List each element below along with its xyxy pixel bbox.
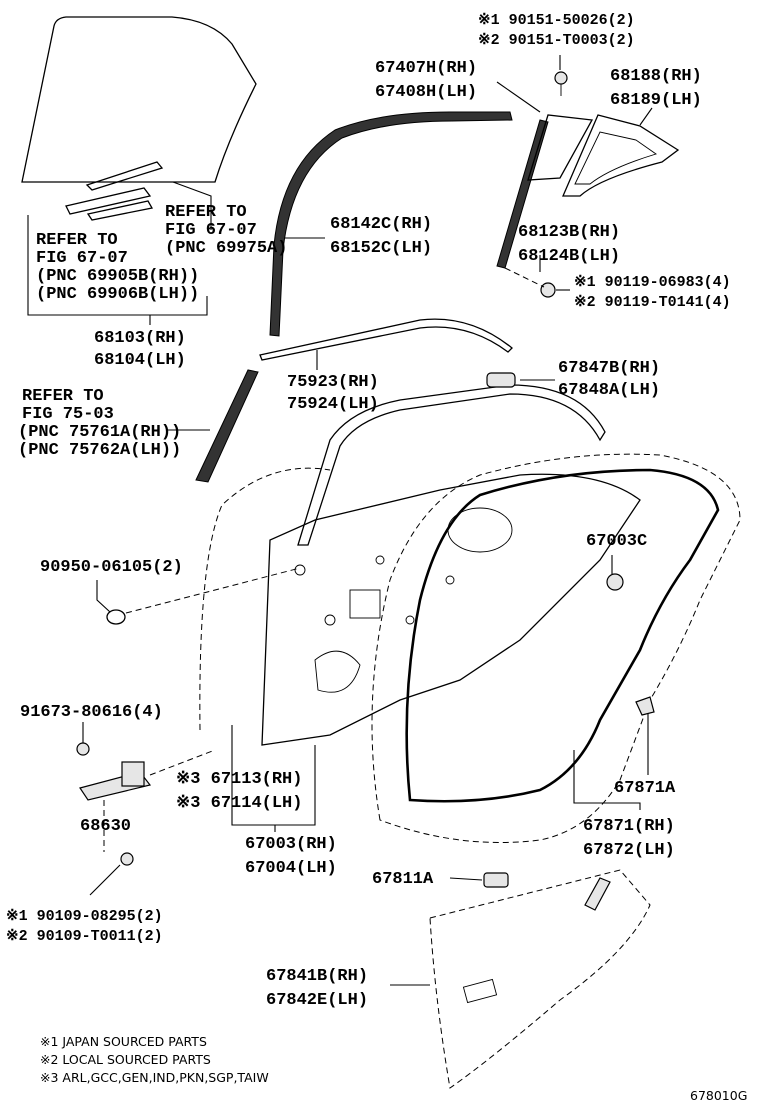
labels: ※1 90151-50026(2) ※2 90151-T0003(2) 6740…: [6, 12, 747, 1103]
label-31: 90950-06105(2): [40, 558, 183, 577]
clip-67003c: [606, 573, 624, 591]
label-26: REFER TO: [22, 387, 104, 406]
label-8: FIG 67-07: [165, 221, 257, 240]
door-check: [76, 742, 216, 866]
door-glass: [21, 16, 257, 183]
label-37: 67003(RH): [245, 835, 337, 854]
label-19: ※2 90119-T0141(4): [574, 294, 731, 311]
label-29: (PNC 75762A(LH)): [18, 441, 181, 460]
label-23: 75924(LH): [287, 395, 379, 414]
label-1: ※1 90151-50026(2): [478, 12, 635, 29]
label-24: 67847B(RH): [558, 359, 660, 378]
label-10: 68142C(RH): [330, 215, 432, 234]
note-2: ※2 LOCAL SOURCED PARTS: [40, 1052, 211, 1067]
label-20: 68103(RH): [94, 329, 186, 348]
label-11: 68152C(LH): [330, 239, 432, 258]
screw-top: [554, 71, 568, 96]
door-weatherstrip: [405, 468, 720, 803]
label-2: ※2 90151-T0003(2): [478, 32, 635, 49]
glass-channel-small: [86, 200, 154, 221]
label-35: 67871A: [614, 779, 676, 798]
quarter-glass: [527, 114, 594, 181]
clip-67871a: [635, 696, 655, 716]
label-39: 67871(RH): [583, 817, 675, 836]
note-3: ※3 ARL,GCC,GEN,IND,PKN,SGP,TAIW: [40, 1070, 269, 1085]
door-trim-board: [429, 869, 651, 1089]
label-38: 67004(LH): [245, 859, 337, 878]
belt-moulding: [259, 318, 513, 361]
note-1: ※1 JAPAN SOURCED PARTS: [40, 1034, 207, 1049]
hole-plug: [106, 609, 126, 625]
label-9: (PNC 69975A): [165, 239, 287, 258]
door-inner-panel: [261, 473, 641, 746]
label-13: FIG 67-07: [36, 249, 128, 268]
label-12: REFER TO: [36, 231, 118, 250]
label-32: 91673-80616(4): [20, 703, 163, 722]
label-44: 67841B(RH): [266, 967, 368, 986]
label-17: 68124B(LH): [518, 247, 620, 266]
label-18: ※1 90119-06983(4): [574, 274, 731, 291]
label-41: 67811A: [372, 870, 434, 889]
label-15: (PNC 69906B(LH)): [36, 285, 199, 304]
label-5: 68188(RH): [610, 67, 702, 86]
label-42: ※1 90109-08295(2): [6, 908, 163, 925]
label-40: 67872(LH): [583, 841, 675, 860]
label-43: ※2 90109-T0011(2): [6, 928, 163, 945]
label-30: 67003C: [586, 532, 647, 551]
label-45: 67842E(LH): [266, 991, 368, 1010]
drawing: [21, 16, 741, 1089]
label-16: 68123B(RH): [518, 223, 620, 242]
outer-weatherstrip: [195, 369, 259, 483]
door-outer-panel: [199, 467, 331, 731]
label-22: 75923(RH): [287, 373, 379, 392]
leader-lines: [27, 55, 653, 986]
label-7: REFER TO: [165, 203, 247, 222]
label-21: 68104(LH): [94, 351, 186, 370]
label-36: 68630: [80, 817, 131, 836]
label-28: (PNC 75761A(RH)): [18, 423, 181, 442]
label-3: 67407H(RH): [375, 59, 477, 78]
body-opening: [371, 453, 741, 843]
division-bar: [496, 119, 549, 269]
label-33: ※3 67113(RH): [176, 770, 302, 789]
label-4: 67408H(LH): [375, 83, 477, 102]
pad: [486, 372, 516, 388]
figure-code: 678010G: [690, 1088, 747, 1103]
label-6: 68189(LH): [610, 91, 702, 110]
label-25: 67848A(LH): [558, 381, 660, 400]
quarter-frame: [562, 114, 680, 197]
screw-right: [504, 267, 556, 298]
label-14: (PNC 69905B(RH)): [36, 267, 199, 286]
glass-channel-lower: [65, 187, 152, 215]
glass-channel-upper: [85, 161, 164, 191]
door-frame: [297, 384, 606, 546]
trim-pad: [483, 872, 509, 888]
label-27: FIG 75-03: [22, 405, 114, 424]
label-34: ※3 67114(LH): [176, 794, 302, 813]
run-channel: [269, 111, 513, 337]
